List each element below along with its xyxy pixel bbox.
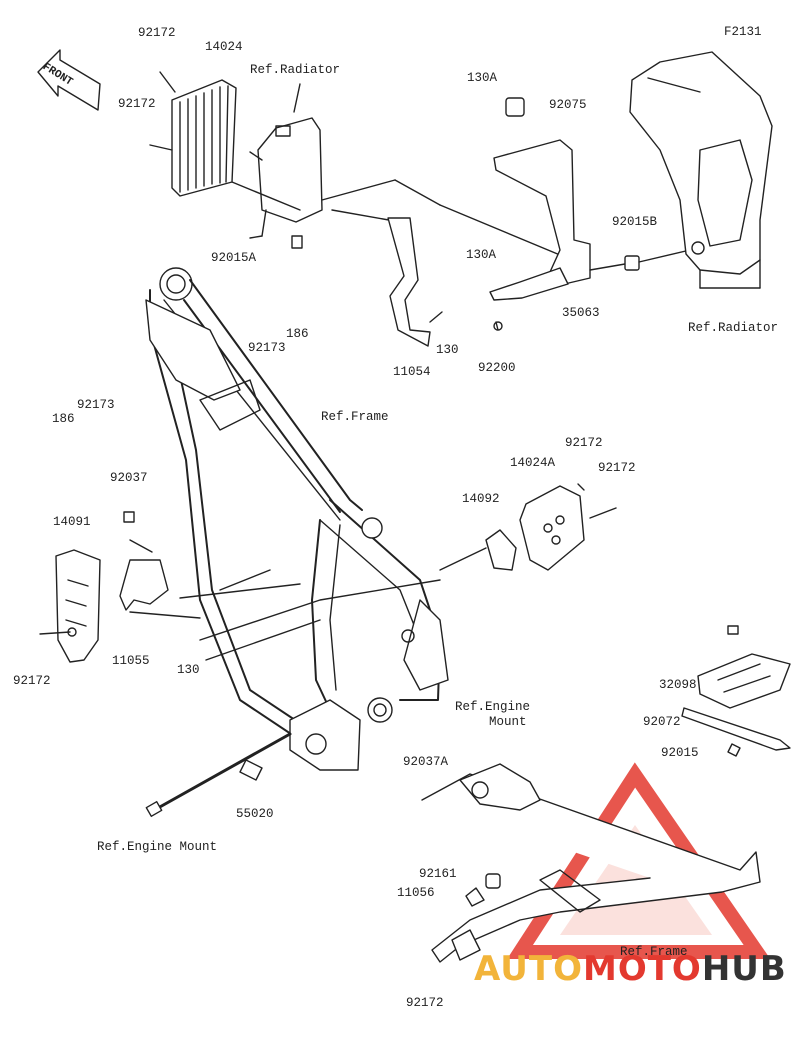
part-label: 92072 bbox=[643, 715, 681, 729]
guard-14091 bbox=[39, 549, 101, 663]
part-label: 11056 bbox=[397, 886, 435, 900]
part-label: 92172 bbox=[118, 97, 156, 111]
part-label: 130 bbox=[436, 343, 459, 357]
part-label: Ref.Frame bbox=[620, 945, 688, 959]
part-label: 92172 bbox=[138, 26, 176, 40]
watermark-part: AUTO bbox=[474, 949, 583, 989]
watermark-part: HUB bbox=[701, 949, 787, 989]
part-label: 92015B bbox=[612, 215, 658, 229]
radiator-guard-14024 bbox=[149, 71, 237, 197]
main-frame bbox=[145, 267, 449, 771]
part-label: 130A bbox=[466, 248, 497, 262]
part-label: Ref.Engine Mount bbox=[97, 840, 218, 854]
part-label: 92015A bbox=[211, 251, 257, 265]
part-label: 92161 bbox=[419, 867, 457, 881]
part-label: Ref.Frame bbox=[321, 410, 389, 424]
part-label: Ref.Radiator bbox=[250, 63, 341, 77]
part-label: 186 bbox=[52, 412, 75, 426]
part-label: 14092 bbox=[462, 492, 500, 506]
part-label: 92015 bbox=[661, 746, 699, 760]
bracket-11055 bbox=[119, 511, 301, 619]
part-label: 92075 bbox=[549, 98, 587, 112]
part-label: 92173 bbox=[77, 398, 115, 412]
diagram-code: F2131 bbox=[724, 25, 762, 39]
part-label: 92172 bbox=[565, 436, 603, 450]
part-label: 92172 bbox=[13, 674, 51, 688]
part-label: Ref.Radiator bbox=[688, 321, 779, 335]
bracket-11054 bbox=[387, 217, 443, 347]
part-label: 130A bbox=[467, 71, 498, 85]
part-label: 186 bbox=[286, 327, 309, 341]
part-label: 14024 bbox=[205, 40, 243, 54]
part-label: 11055 bbox=[112, 654, 150, 668]
part-label: 14024A bbox=[510, 456, 556, 470]
battery-holder-32098 bbox=[681, 625, 791, 757]
bracket-35063 bbox=[489, 97, 691, 331]
part-label: 32098 bbox=[659, 678, 697, 692]
part-label: 92172 bbox=[406, 996, 444, 1010]
part-label: 92037A bbox=[403, 755, 449, 769]
part-label: 130 bbox=[177, 663, 200, 677]
part-label: 55020 bbox=[236, 807, 274, 821]
rear-subframe bbox=[421, 763, 761, 963]
part-label: 92172 bbox=[598, 461, 636, 475]
part-label: 92200 bbox=[478, 361, 516, 375]
part-label: 92173 bbox=[248, 341, 286, 355]
part-label: 92037 bbox=[110, 471, 148, 485]
part-label: Ref.Engine bbox=[455, 700, 531, 714]
front-arrow-icon bbox=[37, 49, 101, 111]
radiator-shroud bbox=[629, 51, 773, 289]
part-label: 14091 bbox=[53, 515, 91, 529]
part-label: 11054 bbox=[393, 365, 431, 379]
guard-14024a bbox=[439, 483, 617, 571]
reservoir-tank bbox=[249, 83, 323, 249]
long-bolt bbox=[145, 732, 292, 818]
watermark-logo: AUTOMOTOHUB bbox=[474, 952, 787, 986]
part-label: Mount bbox=[489, 715, 527, 729]
part-label: 35063 bbox=[562, 306, 600, 320]
watermark-part: MOTO bbox=[582, 949, 702, 989]
